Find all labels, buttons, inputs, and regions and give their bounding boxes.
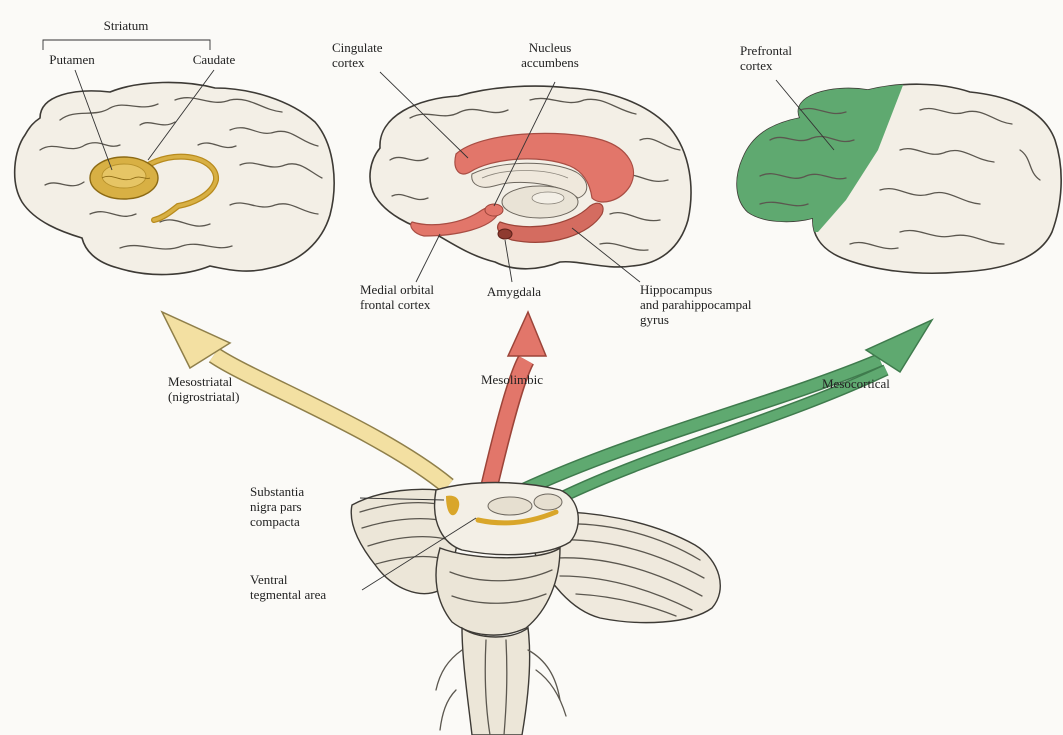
- label-nucleus-line1: Nucleus: [529, 40, 572, 55]
- label-putamen: Putamen: [49, 52, 95, 67]
- lateral-brain: [15, 82, 334, 274]
- label-vta-line2: tegmental area: [250, 587, 326, 602]
- label-hippocampus-line3: gyrus: [640, 312, 669, 327]
- label-substantia-line2: nigra pars: [250, 499, 302, 514]
- label-prefrontal-line1: Prefrontal: [740, 43, 792, 58]
- brainstem: [351, 483, 720, 735]
- label-amygdala: Amygdala: [487, 284, 541, 299]
- mesolimbic-arrow: [486, 312, 546, 500]
- label-medial-orbital-line1: Medial orbital: [360, 282, 434, 297]
- label-cingulate-line2: cortex: [332, 55, 365, 70]
- label-medial-orbital-line2: frontal cortex: [360, 297, 431, 312]
- label-mesolimbic: Mesolimbic: [481, 372, 543, 387]
- label-mesostriatal-line1: Mesostriatal: [168, 374, 233, 389]
- label-hippocampus-line1: Hippocampus: [640, 282, 712, 297]
- label-caudate: Caudate: [193, 52, 236, 67]
- label-hippocampus-line2: and parahippocampal: [640, 297, 752, 312]
- label-substantia-line3: compacta: [250, 514, 300, 529]
- amygdala-region: [498, 229, 512, 239]
- label-striatum: Striatum: [104, 18, 149, 33]
- label-mesostriatal-line2: (nigrostriatal): [168, 389, 239, 404]
- label-vta-line1: Ventral: [250, 572, 288, 587]
- label-substantia-line1: Substantia: [250, 484, 304, 499]
- mesocortical-arrow: [490, 320, 932, 506]
- prefrontal-brain: [720, 80, 1061, 273]
- label-nucleus-line2: accumbens: [521, 55, 579, 70]
- medial-brain: [370, 86, 691, 269]
- label-cingulate-line1: Cingulate: [332, 40, 383, 55]
- label-mesocortical: Mesocortical: [822, 376, 890, 391]
- label-prefrontal-line2: cortex: [740, 58, 773, 73]
